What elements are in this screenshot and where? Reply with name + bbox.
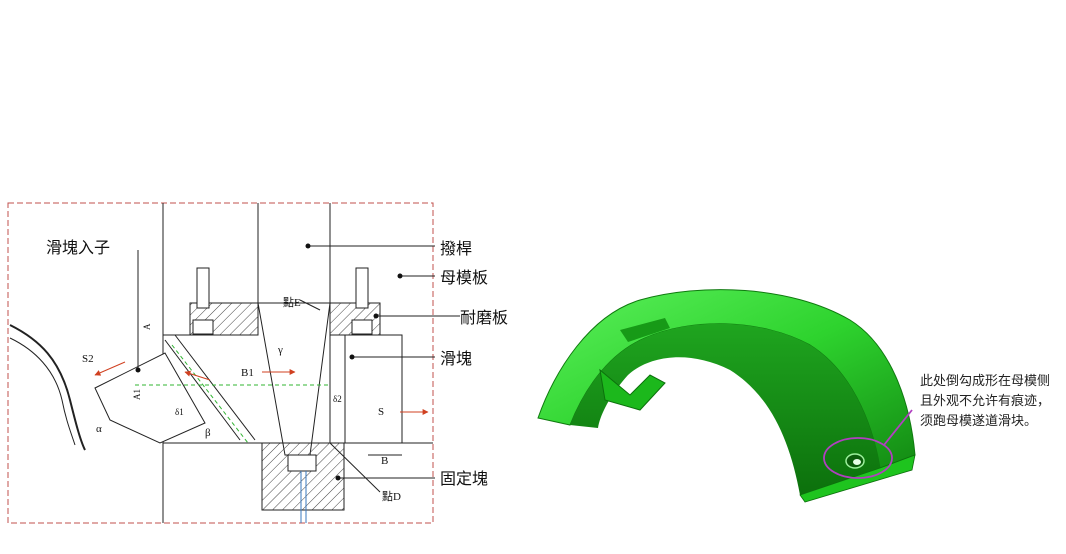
part-inner-rib [599, 368, 666, 411]
label-a1: A1 [132, 389, 142, 400]
delta-arrow [184, 370, 211, 381]
label-s: S [378, 406, 384, 418]
label-alpha: α [96, 423, 102, 435]
mold-structure [9, 203, 433, 523]
label-lever: 撥桿 [440, 239, 472, 258]
label-slider: 滑塊 [440, 349, 472, 368]
callout-ellipse [823, 437, 893, 479]
note-line-2: 且外观不允许有痕迹， [920, 393, 1050, 409]
callout-leader [883, 409, 913, 446]
label-slider-insert: 滑塊入子 [46, 238, 110, 257]
technical-drawing: 滑塊入子 撥桿 母模板 耐磨板 滑塊 固定塊 點E 點D S2 A A1 B1 … [7, 202, 508, 524]
undercut-note: 此处倒勾成形在母模侧 且外观不允许有痕迹， 须跑母模遂道滑块。 [920, 374, 1050, 429]
label-delta2: δ2 [333, 394, 342, 404]
label-cavity-plate: 母模板 [440, 268, 488, 287]
s2-arrow [94, 361, 126, 376]
label-b: B [381, 455, 388, 467]
label-point-e: 點E [283, 296, 301, 309]
note-line-3: 须跑母模遂道滑块。 [920, 414, 1037, 429]
part-slot [620, 318, 670, 342]
part-inner-surface [570, 323, 880, 495]
label-delta1: δ1 [175, 407, 184, 417]
undercut-hole-inner [853, 459, 861, 465]
label-a: A [142, 323, 152, 330]
label-s2: S2 [82, 353, 94, 365]
mold-frame [7, 202, 434, 524]
label-point-d: 點D [382, 490, 401, 503]
note-line-1: 此处倒勾成形在母模侧 [920, 374, 1050, 389]
label-beta: β [205, 427, 211, 439]
leader-lines [137, 245, 460, 493]
label-fixed-block: 固定塊 [440, 469, 488, 488]
label-gamma: γ [277, 344, 283, 356]
leader-dots [135, 243, 403, 481]
label-wear-plate: 耐磨板 [460, 308, 508, 327]
label-b1: B1 [241, 367, 254, 379]
molded-part-render [537, 289, 916, 503]
